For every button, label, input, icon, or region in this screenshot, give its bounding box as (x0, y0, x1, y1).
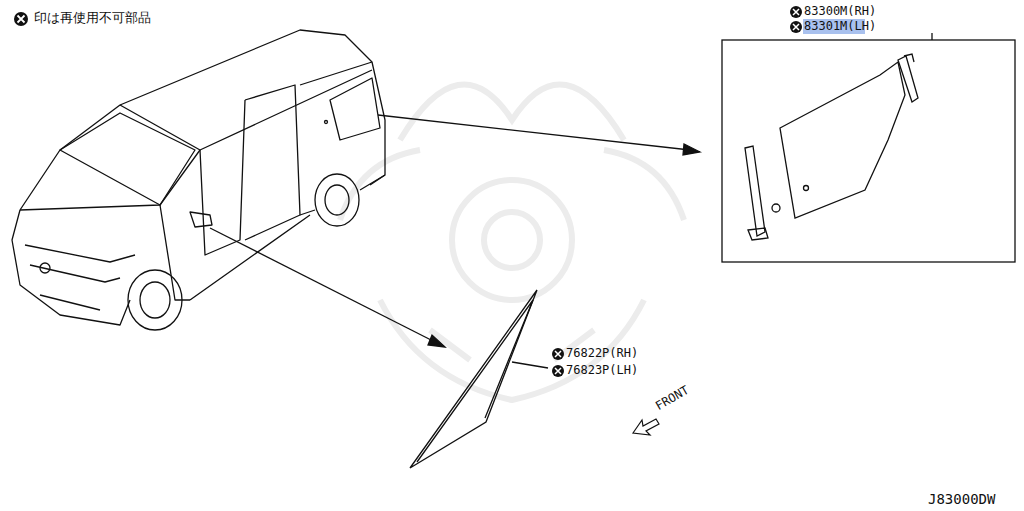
legend-note: 印は再使用不可部品 (34, 11, 151, 25)
pointer-arrows (210, 115, 700, 347)
van-illustration (12, 30, 385, 330)
part-number: 83301M(LH) (804, 20, 876, 33)
partition-glass (410, 290, 548, 468)
part-number: 76822P(RH) (566, 347, 638, 360)
part-number: 83300M(RH) (804, 5, 876, 18)
diagram-code: J83000DW (928, 492, 995, 507)
front-arrow (633, 419, 659, 435)
non-reusable-icons (552, 6, 865, 377)
inset-quarter-glass (722, 33, 1015, 262)
non-reusable-icon (14, 12, 28, 26)
front-indicator: FRONT (653, 384, 691, 413)
part-number: 76823P(LH) (566, 364, 638, 377)
